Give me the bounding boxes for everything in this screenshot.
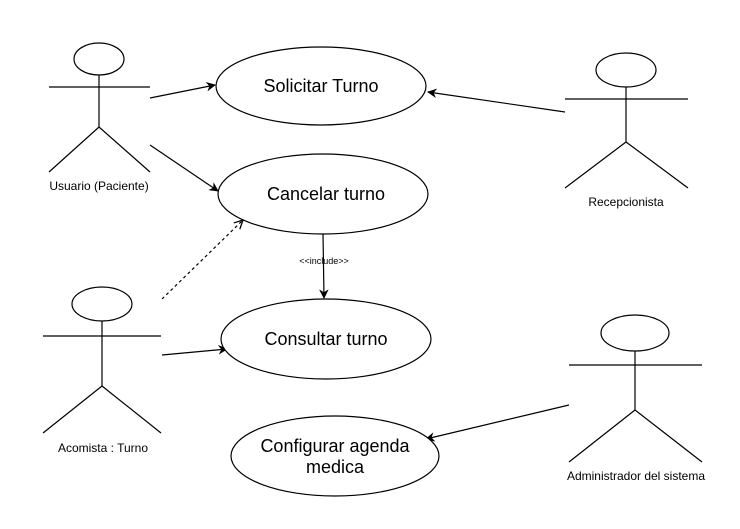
actor-acomista-label: Acomista : Turno: [58, 441, 148, 455]
assoc-acomista-cancelar: [161, 220, 243, 300]
usecase-cancelar-turno[interactable]: Cancelar turno: [217, 153, 429, 235]
usecase-configurar-agenda[interactable]: Configurar agenda medica: [230, 415, 440, 497]
usecase-consultar-turno[interactable]: Consultar turno: [220, 298, 432, 380]
actor-acomista[interactable]: Acomista : Turno: [42, 286, 162, 455]
actor-paciente-label: Usuario (Paciente): [49, 179, 148, 193]
usecase-consultar-turno-label: Consultar turno: [264, 329, 387, 349]
usecase-configurar-agenda-line2: medica: [306, 457, 365, 477]
actor-recepcionista-label: Recepcionista: [588, 195, 664, 209]
usecase-solicitar-turno[interactable]: Solicitar Turno: [215, 46, 427, 126]
actor-paciente[interactable]: Usuario (Paciente): [48, 42, 151, 193]
actor-administrador[interactable]: Administrador del sistema: [567, 314, 705, 483]
actor-administrador-label: Administrador del sistema: [567, 469, 705, 483]
include-label: <<include>>: [299, 256, 349, 266]
assoc-recepcionista-solicitar: [427, 88, 566, 113]
actor-recepcionista[interactable]: Recepcionista: [564, 52, 689, 209]
assoc-paciente-cancelar: [149, 144, 219, 192]
usecase-solicitar-turno-label: Solicitar Turno: [263, 76, 378, 96]
usecase-configurar-agenda-line1: Configurar agenda: [260, 436, 410, 456]
usecase-cancelar-turno-label: Cancelar turno: [267, 184, 385, 204]
assoc-administrador-configurar: [425, 404, 570, 442]
assoc-acomista-consultar: [161, 345, 228, 356]
assoc-paciente-solicitar: [149, 81, 216, 99]
include-cancelar-consultar: [319, 233, 329, 299]
